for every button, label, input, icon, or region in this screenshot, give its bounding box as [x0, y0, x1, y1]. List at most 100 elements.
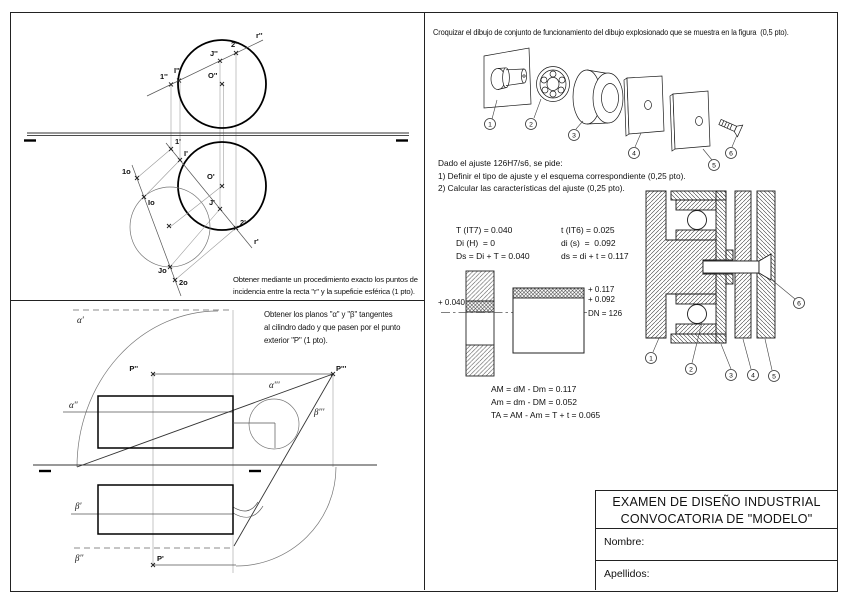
- name-row: Nombre:: [596, 529, 837, 561]
- rebatment-curve: [232, 505, 264, 518]
- sphere-front-view: 1'' I'' J'' 2'' O'' r'': [146, 31, 267, 129]
- exploded-callouts: 1 2 3 4 5 6: [484, 98, 738, 171]
- part-plate-axle: [483, 47, 532, 109]
- section-part-screw: [702, 253, 772, 281]
- instruction-line: Obtener los planos "α" y "β" tangentes: [264, 310, 393, 319]
- rotation-connectors: [136, 148, 237, 281]
- point-label: P': [157, 554, 164, 563]
- result-line: Am = dm - DM = 0.052: [491, 397, 577, 407]
- point-label: 1o: [122, 167, 131, 176]
- part-callout: 4: [751, 372, 755, 379]
- name-label: Nombre:: [604, 536, 645, 548]
- calc-line: di (s) = 0.092: [561, 238, 616, 248]
- point-label: O': [207, 172, 215, 181]
- exam-title: EXAMEN DE DISEÑO INDUSTRIAL CONVOCATORIA…: [596, 491, 837, 529]
- construction-arc-top: [76, 310, 219, 468]
- part-screw: [718, 118, 744, 138]
- surname-row: Apellidos:: [596, 561, 837, 590]
- ajuste-item: 1) Definir el tipo de ajuste y el esquem…: [438, 171, 686, 181]
- rebatment-curve: [232, 501, 259, 512]
- section-callouts: 1 2 3 4 5 6: [645, 279, 805, 382]
- line-r-front: [146, 39, 264, 97]
- cylinder-panel: α' α'' α''' β' β'' β''' P'' P''' P' Obte…: [11, 301, 424, 590]
- part-plate-inner: [623, 75, 665, 137]
- part-callout: 5: [712, 162, 716, 169]
- section-view-drawing: 1 2 3 4 5 6: [645, 190, 805, 382]
- surname-label: Apellidos:: [604, 567, 650, 580]
- part-callout: 3: [572, 132, 576, 139]
- point-label: P''': [336, 364, 347, 373]
- point-label: 2': [240, 218, 246, 227]
- beta-tangent: [233, 373, 334, 547]
- line-label: r'': [256, 31, 263, 40]
- fit-schema-drawing: + 0.040 + 0.117 + 0.092 DN = 126: [438, 270, 623, 377]
- cylinder-tangent-drawing: α' α'' α''' β' β'' β''' P'' P''' P': [33, 309, 377, 573]
- right-panel: Croquizar el dibujo de conjunto de funci…: [425, 13, 838, 590]
- point-label: O'': [208, 71, 218, 80]
- result-line: TA = AM - Am = T + t = 0.065: [491, 410, 601, 420]
- hole-tolerance-band: [465, 300, 495, 313]
- point-label: J'': [210, 49, 218, 58]
- plane-label: β': [74, 501, 82, 511]
- cylinder-front-view: [97, 395, 234, 449]
- part-callout: 6: [729, 150, 733, 157]
- point-label: Jo: [158, 266, 167, 275]
- section-part-bracket: [645, 190, 717, 339]
- hole-column: [465, 270, 495, 377]
- section-part-wheel: [670, 190, 734, 344]
- part-callout: 6: [797, 300, 801, 307]
- page-frame: 1'' I'' J'' 2'' O'' r'': [10, 12, 838, 592]
- cylinder-instruction: Obtener los planos "α" y "β" tangentes a…: [264, 308, 424, 347]
- croquizar-statement: Croquizar el dibujo de conjunto de funci…: [433, 28, 789, 37]
- point-label: 1'': [160, 72, 168, 81]
- ground-line: [24, 132, 409, 142]
- hole-deviation-label: + 0.040: [438, 298, 465, 307]
- plane-label: α': [77, 315, 85, 325]
- part-callout: 3: [729, 372, 733, 379]
- ajuste-item: 2) Calcular las características del ajus…: [438, 183, 625, 194]
- part-callout: 5: [772, 373, 776, 380]
- rotated-line: [131, 164, 182, 297]
- shaft-tolerance-band: [512, 287, 585, 299]
- cylinder-top-view: [97, 484, 234, 535]
- shaft-box: [512, 287, 585, 354]
- line-label: r': [254, 237, 259, 246]
- plane-label: β'': [74, 553, 84, 563]
- instruction-line: incidencia entre la recta "r" y la supef…: [233, 287, 415, 296]
- shaft-lower-deviation-label: + 0.092: [588, 295, 615, 304]
- part-callout: 2: [689, 366, 693, 373]
- point-label: 1': [175, 137, 181, 146]
- point-label: I'': [174, 66, 180, 75]
- construction-arc-bottom: [235, 466, 337, 567]
- point-label: P'': [129, 364, 138, 373]
- hole-calculations: T (IT7) = 0.040 Di (H) = 0 Ds = Di + T =…: [456, 224, 530, 263]
- point-label: J': [209, 198, 215, 207]
- part-bearing: [536, 66, 570, 102]
- ajuste-items: 1) Definir el tipo de ajuste y el esquem…: [438, 170, 686, 194]
- sphere-panel: 1'' I'' J'' 2'' O'' r'': [11, 13, 424, 301]
- part-callout: 2: [529, 121, 533, 128]
- point-label: Io: [148, 198, 155, 207]
- sphere-projection-drawing: 1'' I'' J'' 2'' O'' r'': [24, 31, 409, 297]
- point-label: 2'': [231, 40, 239, 49]
- ajuste-intro: Dado el ajuste 126H7/s6, se pide:: [438, 158, 563, 168]
- plane-label: α''': [269, 380, 281, 390]
- exam-title-line1: EXAMEN DE DISEÑO INDUSTRIAL: [612, 495, 821, 509]
- shaft-calculations: t (IT6) = 0.025 di (s) = 0.092 ds = di +…: [561, 224, 629, 263]
- instruction-line: Obtener mediante un procedimiento exacto…: [233, 275, 418, 284]
- exploded-view-drawing: 1 2 3 4 5 6: [483, 47, 744, 171]
- point-label: I': [184, 149, 188, 158]
- cylinder-profile-view: [233, 398, 300, 450]
- calc-line: ds = di + t = 0.117: [561, 251, 629, 261]
- plane-label: β''': [313, 407, 325, 417]
- calc-line: t (IT6) = 0.025: [561, 225, 615, 235]
- shaft-upper-deviation-label: + 0.117: [588, 285, 615, 294]
- left-column: 1'' I'' J'' 2'' O'' r'': [11, 13, 425, 590]
- part-callout: 1: [488, 121, 492, 128]
- sphere-top-view: 1' I' O' J' 2' r' 1o Io Jo 2o: [122, 137, 267, 297]
- instruction-line: al cilindro dado y que pasen por el punt…: [264, 323, 401, 332]
- ground-line: [33, 464, 377, 473]
- part-plate-outer: [669, 90, 711, 152]
- exam-title-line2: CONVOCATORIA DE "MODELO": [620, 512, 813, 526]
